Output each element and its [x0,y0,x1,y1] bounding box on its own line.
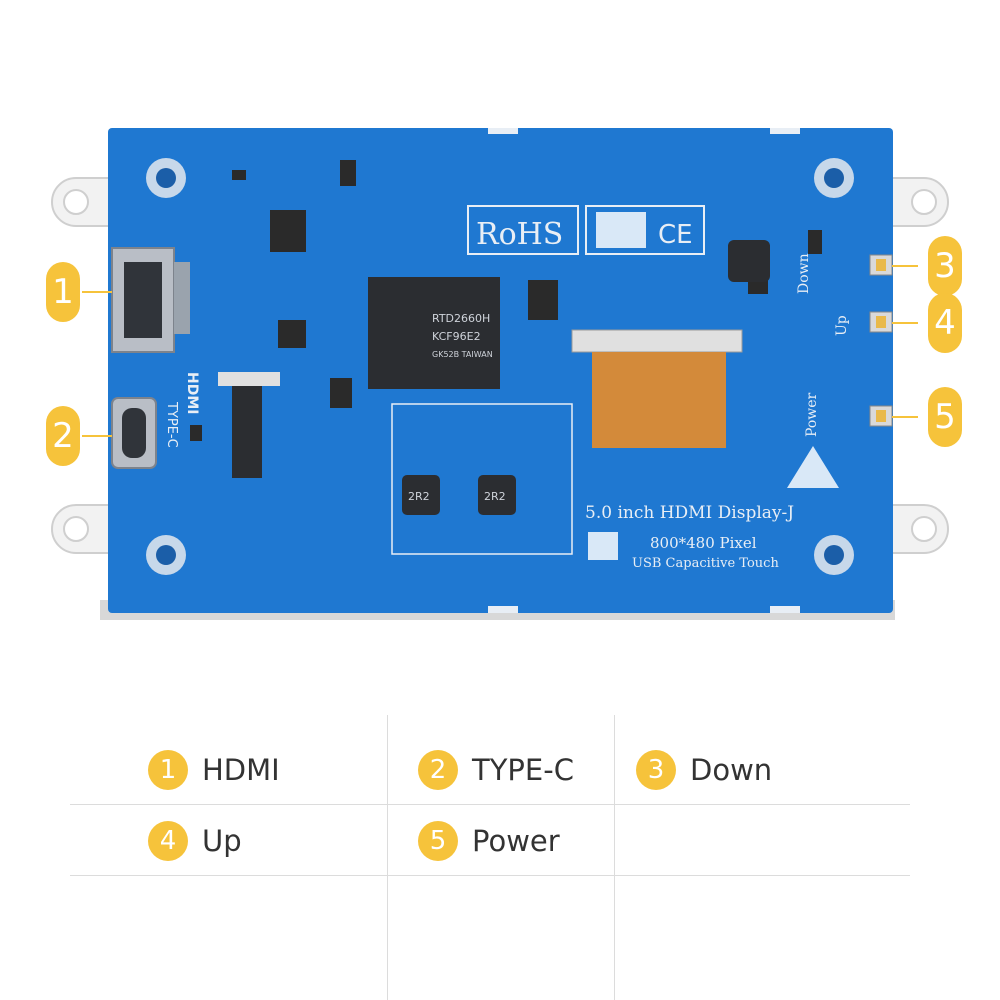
legend-badge-4: 4 [148,821,188,861]
inductor-right [478,475,516,515]
rohs-label: RoHS [476,217,563,252]
callout-3: 3 [928,236,962,296]
small-fpc-ribbon [232,386,262,478]
legend-item-type-c: 2 TYPE-C [418,750,574,790]
chip-text-line3: GK52B TAIWAN [432,350,493,359]
smd-components [190,160,822,441]
product-line3: USB Capacitive Touch [632,556,779,571]
power-section-outline [391,403,573,555]
legend-label-up: Up [202,824,242,858]
inductor-left [402,475,440,515]
silk-power: Power [804,392,820,437]
tab-holes [63,189,937,542]
legend-item-down: 3 Down [636,750,772,790]
callout-5: 5 [928,387,962,447]
pcb-board [108,128,893,613]
tact-switches [869,254,893,427]
ce-box [585,205,705,255]
pcb-mount-holes [146,158,854,575]
legend-item-hdmi: 1 HDMI [148,750,280,790]
product-white-patch [588,532,618,560]
silk-up: Up [834,315,850,336]
hdmi-port-label: HDMI [184,372,200,414]
legend-badge-3: 3 [636,750,676,790]
ce-white-patch [596,212,646,248]
silk-down: Down [796,253,812,294]
typec-port-label: TYPE-C [164,401,179,448]
chip-text-line1: RTD2660H [432,312,490,325]
callout-leader-lines [82,265,918,437]
legend-badge-5: 5 [418,821,458,861]
rohs-box [467,205,579,255]
legend-label-hdmi: HDMI [202,753,280,787]
main-chip [368,277,500,389]
board-photo: HDMI TYPE-C RTD2660H KCF96E2 GK52B TAIWA… [51,128,949,620]
small-fpc-connector [218,372,280,386]
hdmi-connector [111,247,190,353]
product-line1: 5.0 inch HDMI Display-J [585,503,794,523]
chip-text-line2: KCF96E2 [432,330,481,343]
legend-label-power: Power [472,824,560,858]
inductor-left-label: 2R2 [408,490,430,503]
legend-badge-2: 2 [418,750,458,790]
callout-1: 1 [46,262,80,322]
inductor-right-label: 2R2 [484,490,506,503]
fpc-connector [571,329,743,353]
typec-connector [111,397,157,469]
legend-item-up: 4 Up [148,821,242,861]
callout-4: 4 [928,293,962,353]
ce-label: CE [658,220,693,250]
legend-label-type-c: TYPE-C [472,753,574,787]
product-line2: 800*480 Pixel [650,534,757,552]
callout-2: 2 [46,406,80,466]
inductor-top [728,240,770,282]
esd-warning-icon [787,446,839,488]
legend-table: 1 HDMI 2 TYPE-C 3 Down 4 Up 5 Power [70,715,910,1000]
pcb-edge-marks [488,128,800,613]
legend-item-power: 5 Power [418,821,560,861]
legend-label-down: Down [690,753,773,787]
legend-badge-1: 1 [148,750,188,790]
fpc-ribbon [592,352,726,448]
